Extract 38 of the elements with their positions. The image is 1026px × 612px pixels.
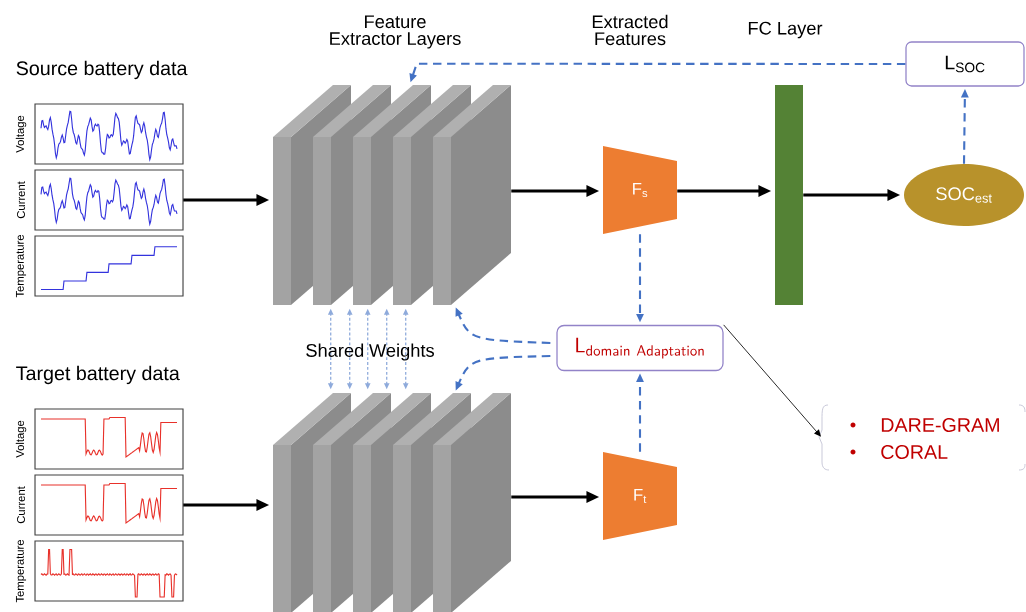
axis-label: Voltage xyxy=(15,420,27,458)
trapezoid-block: F$_{t}$ xyxy=(603,452,677,540)
node-label: DARE-GRAM xyxy=(881,418,999,432)
arrow xyxy=(327,308,334,390)
axis-label: Temperature xyxy=(15,539,27,603)
arrow xyxy=(183,194,270,206)
arrow xyxy=(636,234,644,323)
arrow xyxy=(723,324,822,437)
arrow xyxy=(409,62,906,83)
text-label: Shared Weights xyxy=(306,343,434,361)
layer-stack-drawing xyxy=(273,393,511,612)
bullet-list: DARE-GRAM CORAL xyxy=(818,404,1026,471)
arrow xyxy=(511,185,600,197)
arrow xyxy=(455,354,551,391)
arrow xyxy=(455,307,551,345)
loss-box: L$_{SOC}$ xyxy=(905,41,1025,87)
arrow xyxy=(364,308,371,390)
arrow xyxy=(960,89,969,164)
arrow xyxy=(803,189,901,201)
trapezoid-block: F$_{s}$ xyxy=(603,146,677,234)
heading: FC Layer xyxy=(748,21,823,39)
axis-label: Current xyxy=(17,486,25,524)
arrow xyxy=(383,308,390,390)
text-label: Extracted Features xyxy=(592,14,668,46)
arrow xyxy=(511,491,600,503)
arrow xyxy=(402,308,409,390)
arrow xyxy=(346,308,353,390)
axis-label: Voltage xyxy=(15,115,27,153)
arrow xyxy=(183,499,270,511)
panel-title: Target battery data xyxy=(16,365,180,385)
loss-box: $\mathsf{L}_{\mathsf{domain\ Adaptation}}$ xyxy=(556,324,724,372)
panel-title: Source battery data xyxy=(16,60,188,80)
axis-label: Temperature xyxy=(15,234,27,298)
heading: Feature Extractor Layers xyxy=(330,15,461,49)
arrow xyxy=(636,373,644,452)
arrow xyxy=(677,185,772,197)
axis-label: Current xyxy=(17,181,25,219)
node-label: CORAL xyxy=(881,445,948,459)
